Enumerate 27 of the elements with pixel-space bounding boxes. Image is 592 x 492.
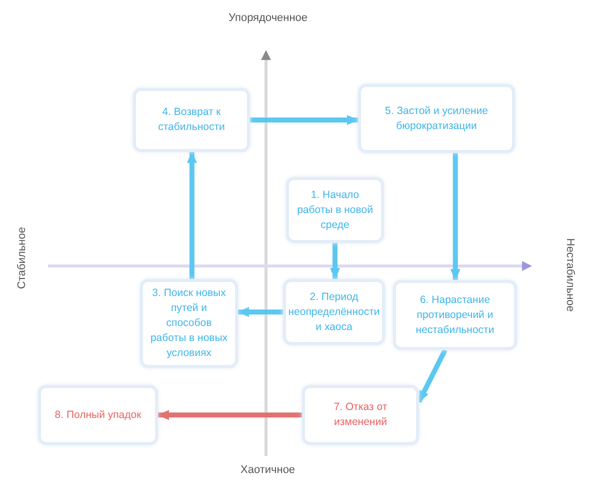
step-label: 4. Возврат к стабильности bbox=[157, 105, 226, 135]
axis-label: Стабильное bbox=[16, 227, 28, 289]
arrow bbox=[416, 348, 448, 403]
step-label: 3. Поиск новых путей и способов работы в новых условиях bbox=[149, 286, 229, 361]
arrow bbox=[330, 243, 340, 280]
step-label: 1. Начало работы в новой среде bbox=[296, 188, 374, 232]
step-label: 7. Отказ от изменений bbox=[332, 400, 388, 430]
step-label: 2. Период неопределённости и хаоса bbox=[288, 290, 380, 334]
outcome-box bbox=[38, 385, 158, 445]
arrow bbox=[450, 153, 460, 281]
arrow bbox=[186, 151, 197, 279]
arrow bbox=[157, 410, 302, 420]
step-box bbox=[133, 88, 250, 152]
step-label: 8. Полный упадок bbox=[54, 408, 142, 422]
step-box bbox=[140, 279, 238, 368]
arrow bbox=[237, 307, 283, 317]
step-box bbox=[286, 177, 384, 243]
outcome-box bbox=[302, 385, 419, 445]
step-box bbox=[283, 279, 385, 345]
axis-label: Хаотичное bbox=[240, 464, 296, 476]
arrow bbox=[250, 115, 359, 125]
axis-label: Нестабильное bbox=[564, 238, 576, 312]
axis-label: Упорядоченное bbox=[228, 12, 308, 24]
step-label: 5. Застой и усиление бюрократизации bbox=[384, 104, 489, 134]
step-box bbox=[393, 280, 517, 350]
step-box bbox=[358, 84, 515, 153]
step-label: 6. Нарастание противоречий и нестабильности bbox=[414, 292, 496, 338]
